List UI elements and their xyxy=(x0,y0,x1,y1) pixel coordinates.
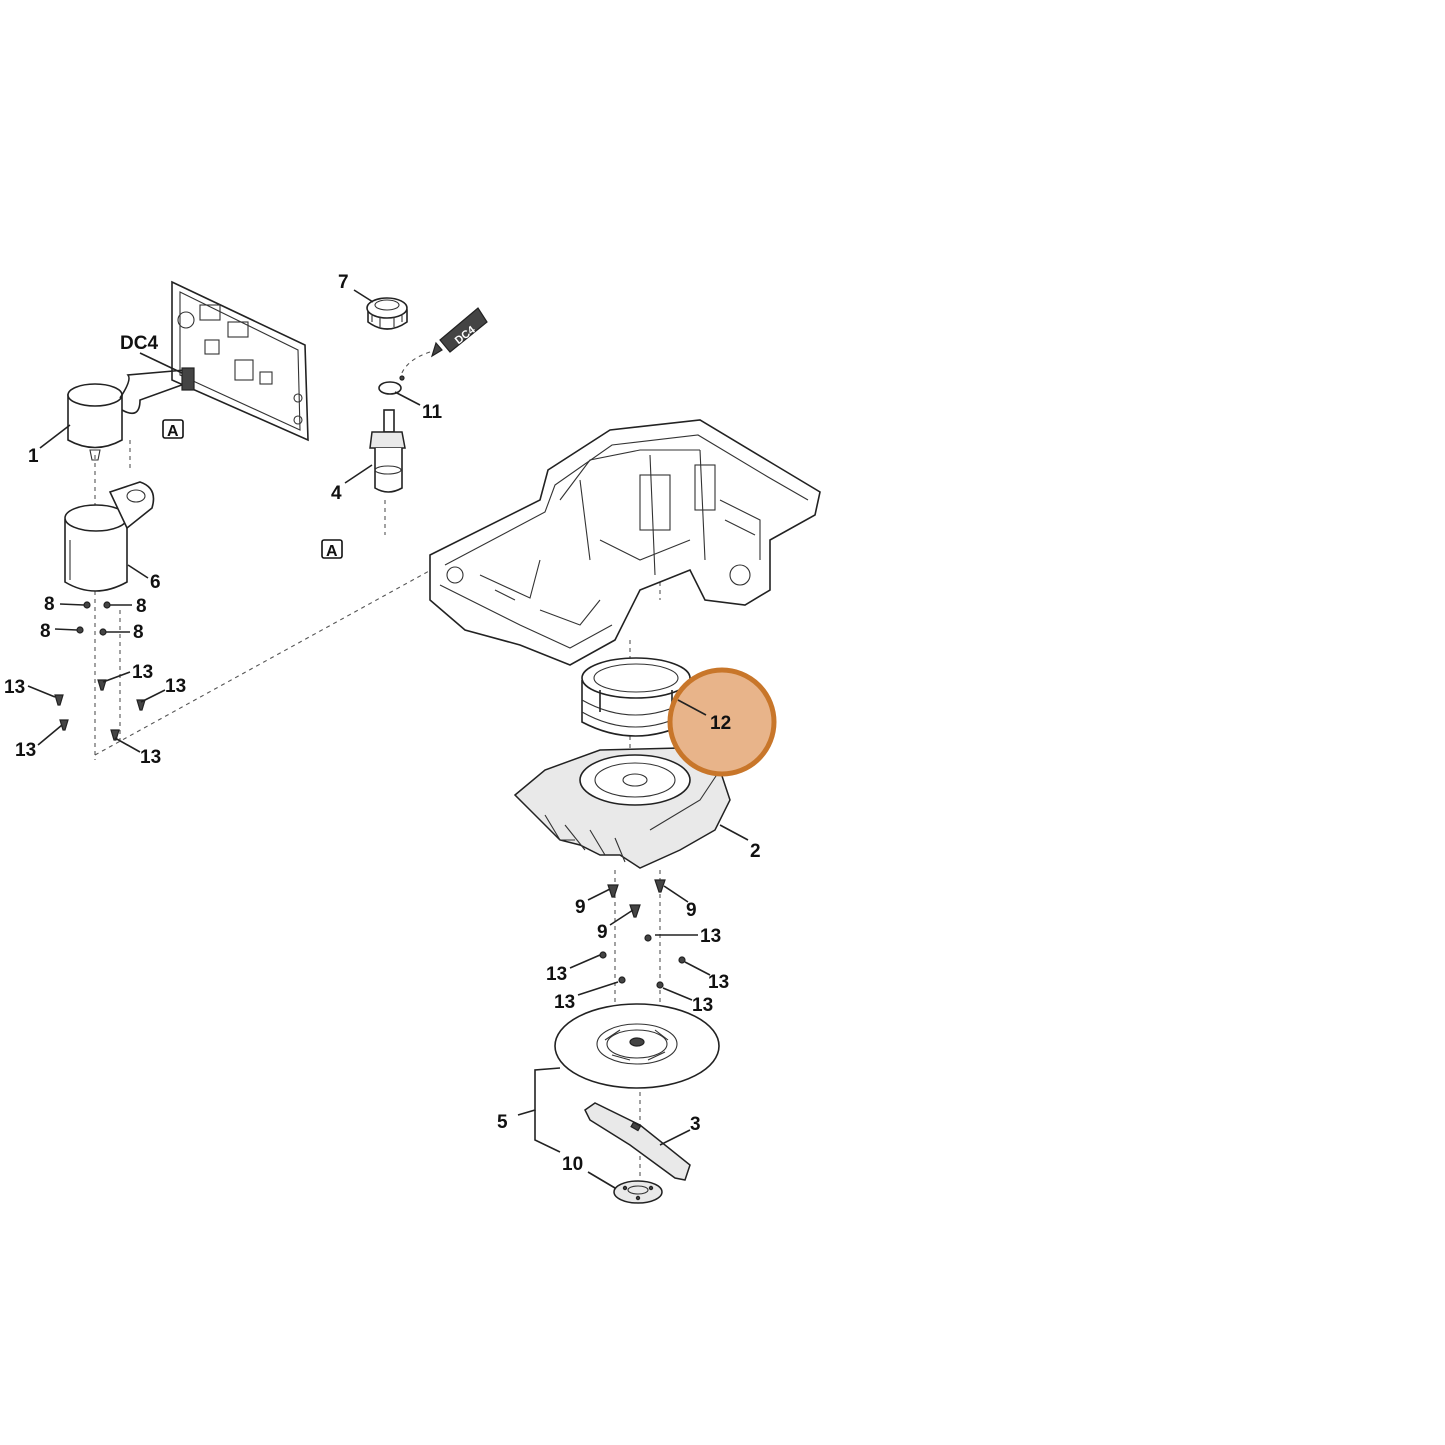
highlight-circle[interactable] xyxy=(667,667,777,777)
blade-disc-part-5 xyxy=(554,1003,720,1089)
reference-box-a-lower: A xyxy=(321,539,343,560)
label-part-13: 13 xyxy=(4,677,25,698)
label-part-13: 13 xyxy=(708,972,729,993)
label-part-13: 13 xyxy=(15,740,36,761)
label-part-9: 9 xyxy=(686,900,697,921)
label-part-13: 13 xyxy=(692,995,713,1016)
grease-tube-dc4: DC4 xyxy=(399,307,488,379)
blade-part-3 xyxy=(584,1102,691,1181)
label-part-8: 8 xyxy=(40,621,51,642)
label-part-8: 8 xyxy=(44,594,55,615)
label-part-3: 3 xyxy=(690,1114,701,1135)
label-part-13: 13 xyxy=(546,964,567,985)
label-part-8: 8 xyxy=(136,596,147,617)
label-part-12: 12 xyxy=(710,713,731,734)
label-part-2: 2 xyxy=(750,841,761,862)
blade-guard-part-2 xyxy=(513,747,731,869)
label-part-13: 13 xyxy=(165,676,186,697)
label-part-6: 6 xyxy=(150,572,161,593)
label-part-11: 11 xyxy=(422,402,443,423)
label-part-13: 13 xyxy=(140,747,161,768)
label-part-10: 10 xyxy=(562,1154,583,1175)
label-part-5: 5 xyxy=(497,1112,508,1133)
label-part-7: 7 xyxy=(338,272,349,293)
o-ring-part-11 xyxy=(378,375,405,395)
label-part-9: 9 xyxy=(597,922,608,943)
spindle-part-4 xyxy=(369,409,406,493)
adjustment-knob-part-7 xyxy=(366,297,408,330)
label-dc4: DC4 xyxy=(120,333,158,354)
leader-lines xyxy=(27,289,749,1189)
reference-box-a-upper: A xyxy=(162,419,184,440)
label-part-13: 13 xyxy=(132,662,153,683)
ref-a-text: A xyxy=(326,543,338,560)
ref-a-text: A xyxy=(167,423,179,440)
label-part-9: 9 xyxy=(575,897,586,918)
label-part-13: 13 xyxy=(700,926,721,947)
motor-housing-part-6 xyxy=(64,481,155,592)
chassis-housing xyxy=(429,419,821,666)
blade-holder-part-10 xyxy=(613,1180,663,1204)
left-screws xyxy=(54,601,146,741)
center-screws xyxy=(599,879,686,989)
label-part-1: 1 xyxy=(28,446,39,467)
callout-labels: 1 DC4 7 11 4 6 8 8 8 8 13 13 13 13 13 12… xyxy=(4,272,761,1175)
motor-part-1 xyxy=(67,367,195,461)
label-part-8: 8 xyxy=(133,622,144,643)
control-board xyxy=(171,280,309,442)
label-part-13: 13 xyxy=(554,992,575,1013)
label-part-4: 4 xyxy=(331,483,342,504)
seal-ring-part-12 xyxy=(581,657,691,737)
